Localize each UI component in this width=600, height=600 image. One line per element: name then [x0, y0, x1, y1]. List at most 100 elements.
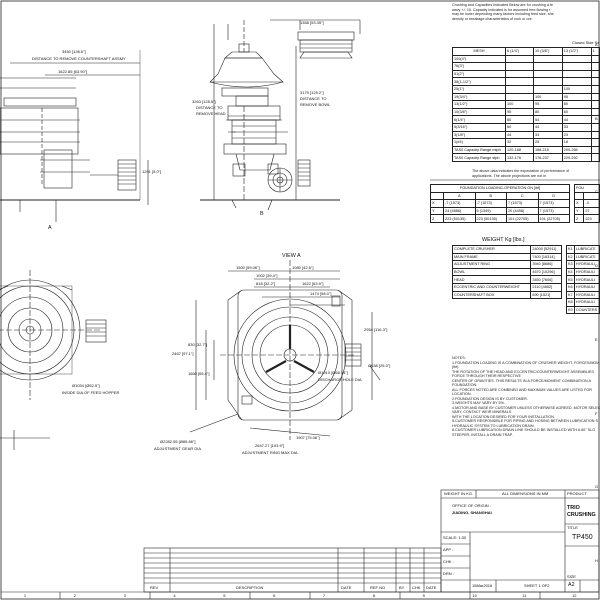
section-marker: B: [260, 211, 264, 217]
note-line: VARY, CONTACT WEIR MINERALS: [452, 410, 512, 414]
mesh-percent-cell: [590, 92, 600, 102]
dia-638: Ø638 [25.0"]: [368, 363, 391, 368]
weight-component: ADJUSTMENT RING: [451, 260, 532, 269]
connection-name: HYDRAULI: [573, 275, 600, 284]
weight-value: 2110 [4652]: [530, 282, 562, 292]
zone-number: 10: [472, 593, 477, 598]
foundation-col: B: [474, 191, 507, 201]
remove-head-label: REMOVE HEAD: [196, 111, 226, 116]
note-line: 1.FOUNDATION LOADING IS A COMBINATION OF…: [452, 360, 600, 365]
mesh-percent-cell: 18: [561, 138, 592, 147]
connection-code: K8: [566, 298, 575, 307]
zone-letter: E: [595, 336, 598, 342]
date-value: 15Mar2016: [472, 583, 493, 588]
capacity-mtph-row: TAS0 Capacity Range mtph 120-168 168-215…: [452, 145, 600, 155]
mesh-percent-cell: [590, 62, 600, 71]
view-a-label: VIEW A: [282, 253, 301, 259]
mesh-table: MESH 6 (1/4") 10 (3/8") 13 (1/2") 1 100(…: [452, 47, 600, 162]
mesh-percent-cell: [505, 77, 534, 86]
connection-name: HYDRAULI: [573, 298, 600, 307]
mesh-size-cell: 13(1/2"): [452, 100, 506, 109]
foundation-row: X-7 (1573)-7 (1573)7 (1573)7 (1573): [430, 199, 570, 208]
plan-dim: 1500 [59.06"]: [236, 265, 260, 270]
mesh-size-cell: 100(4"): [452, 54, 506, 64]
weight-value: 7400 [16314]: [530, 252, 562, 262]
weight-component: COUNTERSHAFT BOX: [451, 290, 532, 300]
note-line: LOCATION.: [452, 392, 472, 396]
mesh-size-cell: 5(3/16"): [452, 122, 506, 132]
footnote-line: applications. The above projections are …: [472, 173, 547, 178]
discharge-dim: Ø1910 [Ø66.14"]: [318, 370, 348, 375]
mesh-percent-cell: 25: [532, 138, 563, 147]
mesh-col: 1: [590, 47, 600, 56]
mesh-percent-cell: 95: [505, 107, 534, 117]
countershaft-dim-2: 1622.85 [63.90"]: [58, 69, 88, 74]
adj-gear-dim: Ø2282.55 [Ø89.86"]: [160, 439, 196, 444]
note-line: CENTER OF GRAVITIES. THIS RESULTS IN A F…: [452, 378, 591, 383]
mesh-percent-cell: [505, 84, 534, 94]
mesh-col: 13 (1/2"): [561, 47, 592, 56]
dim-1907: 1907 [75.06"]: [296, 435, 320, 440]
mesh-size-cell: 76(3"): [452, 62, 506, 71]
header-note-line: Crushing and Capacities Indicated Below …: [452, 3, 554, 7]
header-note-line: may be lower depending many factors incl…: [452, 12, 554, 16]
connection-code: K9: [566, 305, 575, 315]
mesh-percent-cell: 33: [561, 122, 592, 132]
mesh-percent-cell: [561, 77, 592, 86]
mesh-percent-cell: [590, 107, 600, 117]
foundation-axis-cell: Z: [430, 214, 444, 223]
ring-max-dim: 2647.27 [103.9"]: [255, 443, 285, 448]
note-line: FORCE THROUGH THEIR RESPECTIVE: [452, 374, 521, 378]
pulley-left: [117, 159, 137, 191]
mesh-size-cell: 1(#4): [452, 138, 506, 147]
notes-title: NOTES:: [452, 356, 466, 360]
foundation-right-row: X-3: [573, 199, 600, 208]
mesh-percent-cell: [590, 84, 600, 94]
notes-block: NOTES: 1.FOUNDATION LOADING IS A COMBINA…: [452, 356, 600, 437]
scale-label: SCALE: 1:30: [443, 535, 467, 540]
feed-hopper-dim: Ø1034 [Ø52.5"]: [72, 383, 100, 388]
weight-component: COMPLETE CRUSHER: [451, 245, 532, 254]
weight-in-kg-label: WEIGHT IN KG.: [444, 491, 474, 496]
foundation-right-spacer-cell: [573, 191, 585, 201]
mesh-percent-cell: 80: [532, 107, 563, 117]
mesh-percent-cell: [590, 138, 600, 147]
zone-letter: B: [595, 115, 598, 121]
weight-value: 3450 [7606]: [530, 275, 562, 284]
mesh-percent-cell: 44: [532, 122, 563, 132]
drawing-number: TP450: [572, 534, 593, 541]
foundation-table: FOUNDATION LOADING-OPERATION ON [lbf] A …: [430, 184, 570, 223]
capacity-cell: 200-265: [561, 145, 592, 155]
company-name: TRIO: [567, 505, 580, 511]
mesh-size-cell: 51(2"): [452, 69, 506, 79]
note-line: ALL FORCES NOTED ARE COMBINED AND MAXIMU…: [452, 387, 592, 392]
weight-component: HEAD: [451, 275, 532, 284]
connection-name: LUBRICATI: [573, 252, 600, 262]
foundation-load-cell: -7 (1573): [474, 199, 507, 208]
product-label: PRODUCT: [567, 491, 587, 496]
mesh-percent-cell: [590, 122, 600, 132]
note-line: 3.WEIGHTS MAY VARY BY 5%.: [452, 401, 505, 405]
mesh-percent-cell: [532, 77, 563, 86]
weight-table-title: WEIGHT Kg [lbs.]: [482, 237, 525, 243]
connection-name: HYDRAULI: [573, 267, 600, 277]
zone-number: 6: [273, 593, 276, 598]
dimensions-note: ALL DIMENSIONS IN MM: [502, 491, 549, 496]
mesh-percent-cell: [590, 77, 600, 86]
mesh-percent-cell: 60: [505, 122, 534, 132]
note-line: 5.CUSTOMER RESPONSIBLE FOR PIPING AND HO…: [452, 419, 598, 423]
note-line: 6.CUSTOMER LUBRICATION DRAIN LINE SHOULD…: [452, 428, 596, 432]
section-marker: A: [48, 225, 52, 231]
connection-code: K2: [566, 252, 575, 262]
